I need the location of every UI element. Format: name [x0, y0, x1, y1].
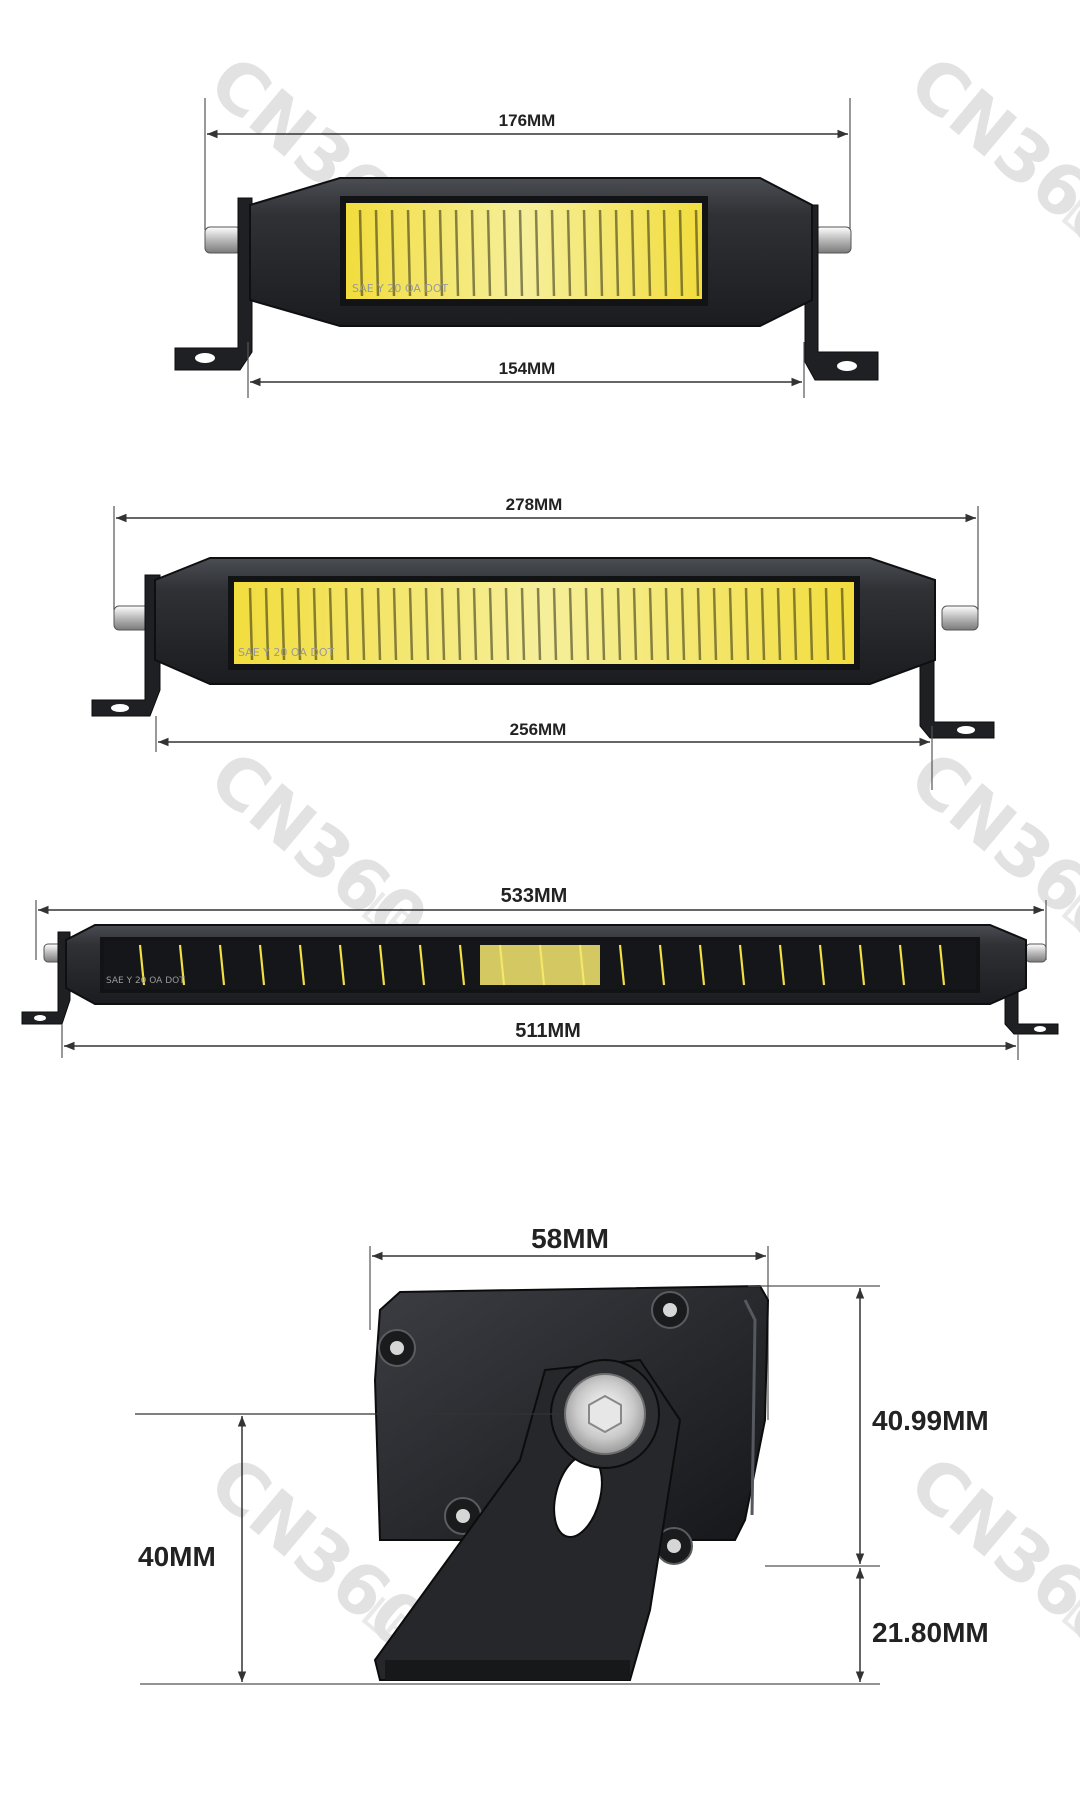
- bracket-hole: [195, 353, 215, 363]
- mount-spacing-label: 256MM: [510, 720, 567, 739]
- lens-marking: SAE Y 20 OA DOT: [106, 976, 185, 986]
- led-reflector-lines: [248, 587, 846, 661]
- end-bolt: [814, 226, 852, 254]
- lens-marking: SAE Y 20 OA DOT: [238, 646, 334, 659]
- screw-head: [390, 1341, 404, 1355]
- lens-marking: SAE Y 20 OA DOT: [352, 282, 448, 295]
- mounting-bracket: [91, 574, 161, 717]
- bolt-height-label: 40MM: [138, 1541, 216, 1572]
- led-center-glow: [480, 945, 600, 985]
- watermark-logo: CN360 LED: [894, 40, 1080, 282]
- bracket-hole: [34, 1015, 46, 1021]
- side-profile-view: 58MM 40.99MM 21.80MM 40MM: [135, 1223, 989, 1685]
- light-bar-small: 176MM SAE Y 20 OA DOT: [174, 98, 879, 398]
- bolt-to-top-label: 40.99MM: [872, 1405, 989, 1436]
- screw-head: [456, 1509, 470, 1523]
- mount-spacing-label: 511MM: [515, 1020, 581, 1042]
- bracket-hole: [837, 361, 857, 371]
- overall-length-label: 278MM: [506, 495, 563, 514]
- bracket-hole: [957, 726, 975, 734]
- overall-length-label: 176MM: [499, 111, 556, 130]
- bracket-hole: [1034, 1026, 1046, 1032]
- bracket-hole: [111, 704, 129, 712]
- led-lens: [346, 203, 702, 299]
- housing-edge-highlight: [743, 1299, 757, 1516]
- overall-length-label: 533MM: [501, 885, 568, 907]
- mount-spacing-label: 154MM: [499, 359, 556, 378]
- end-bolt: [1025, 943, 1047, 963]
- bolt-to-bottom-label: 21.80MM: [872, 1617, 989, 1648]
- led-reflector-lines: [358, 209, 700, 297]
- led-lens: [234, 582, 854, 664]
- screw-head: [667, 1539, 681, 1553]
- bracket-foot: [385, 1660, 630, 1680]
- light-bar-large: 533MM SAE Y 20 OA DOT 511MM: [21, 885, 1059, 1060]
- svg-text:CN360: CN360: [894, 40, 1080, 267]
- end-bolt: [941, 605, 979, 631]
- light-bar-medium: 278MM: [91, 495, 995, 790]
- pivot-bolt-head: [588, 1394, 622, 1434]
- depth-label: 58MM: [531, 1223, 609, 1254]
- end-bolt: [204, 226, 242, 254]
- mounting-bracket: [174, 197, 253, 371]
- screw-head: [663, 1303, 677, 1317]
- watermark-logo: CN360 LED: [894, 1440, 1080, 1682]
